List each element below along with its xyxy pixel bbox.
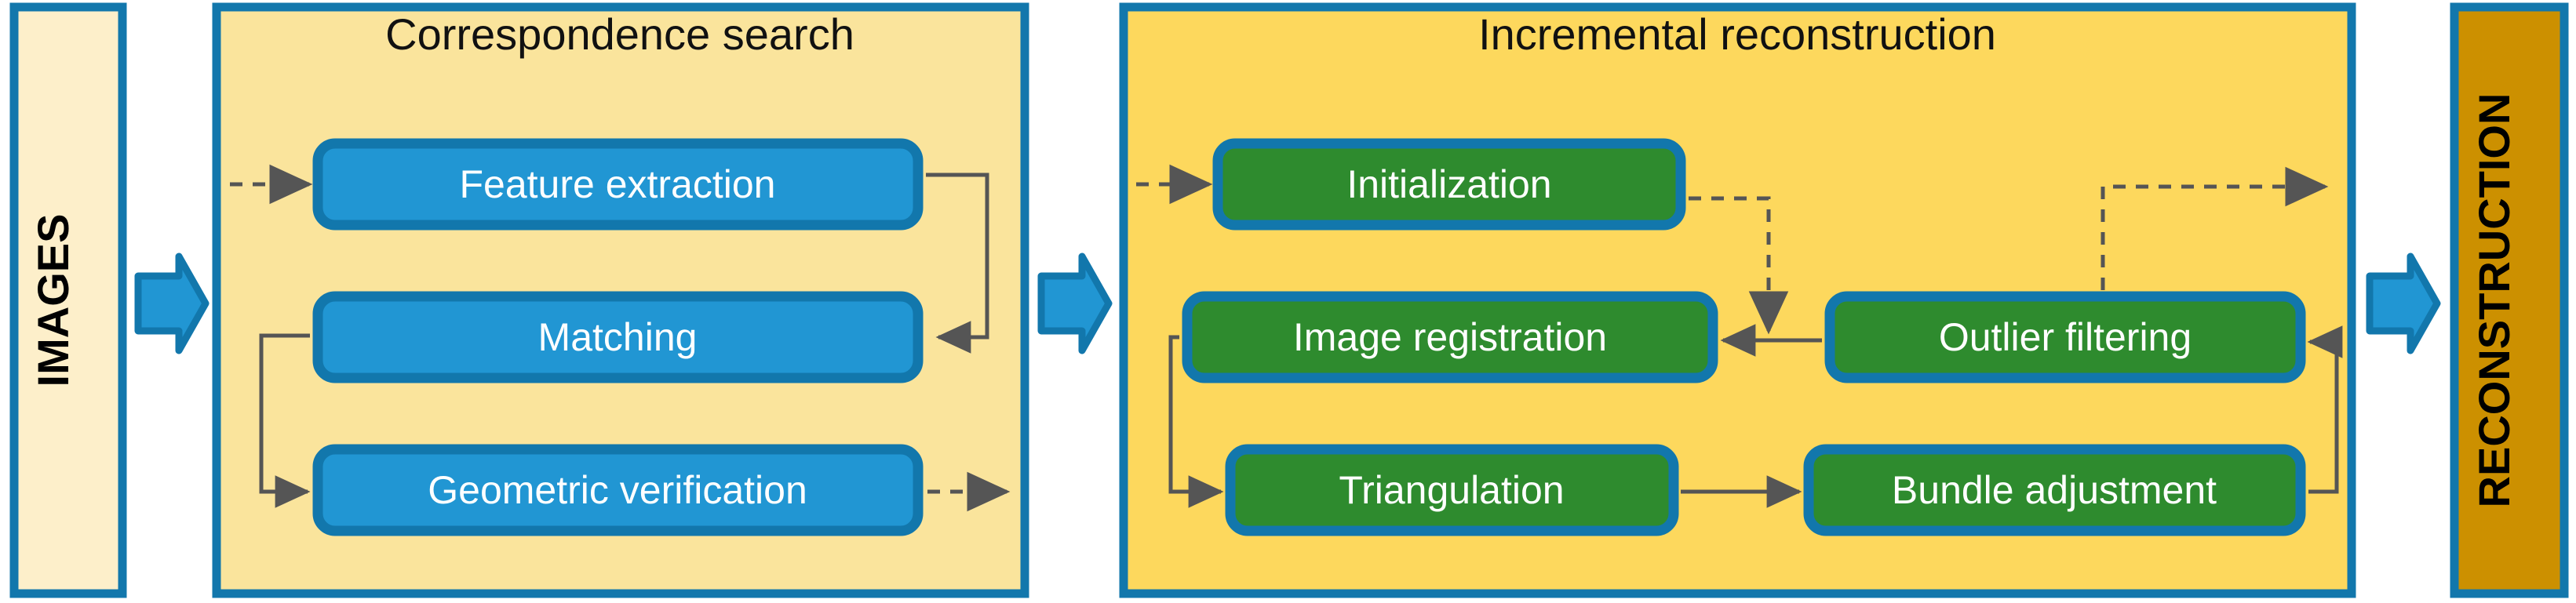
feature-extraction-box [312,138,924,231]
step-feature-extraction[interactable]: Feature extraction [312,138,924,231]
matching-box [312,291,924,383]
block-arrow-icon [134,252,210,354]
triangulation-box [1225,444,1679,536]
image-registration-box [1182,291,1718,383]
initialization-box [1212,138,1686,231]
block-arrow-images-to-correspondence [134,252,210,354]
outlier-filtering-label: Outlier filtering [1939,315,2192,359]
panel-incremental-title: Incremental reconstruction [1478,9,1996,59]
geometric-verification-box [312,444,924,536]
images-box-frame [9,2,127,598]
connector-initialization-to-image-registration [1689,196,1789,335]
matching-label: Matching [538,315,698,359]
reconstruction-output-box[interactable]: RECONSTRUCTION [2450,2,2569,598]
step-geometric-verification[interactable]: Geometric verification [312,444,924,536]
bundle-adjustment-label: Bundle adjustment [1892,468,2217,512]
geometric-verification-label: Geometric verification [428,468,807,512]
step-matching[interactable]: Matching [312,291,924,383]
feature-extraction-label: Feature extraction [460,162,776,206]
step-triangulation[interactable]: Triangulation [1225,444,1679,536]
outlier-filtering-box [1824,291,2306,383]
images-label: IMAGES [28,214,78,387]
step-initialization[interactable]: Initialization [1212,138,1686,231]
panel-correspondence-title: Correspondence search [385,9,854,59]
step-bundle-adjustment[interactable]: Bundle adjustment [1803,444,2306,536]
connector-image-registration-to-triangulation [1168,335,1224,508]
connector-outlier-filtering-out [2101,166,2329,290]
connector-matching-to-geometric-verification [259,333,311,508]
step-image-registration[interactable]: Image registration [1182,291,1718,383]
panel-incremental-reconstruction: Incremental reconstruction Initializatio… [1119,2,2356,598]
panel-correspondence-search: Correspondence search Feature extraction… [212,2,1029,598]
connector-feature-extraction-to-matching [926,173,989,354]
image-registration-label: Image registration [1293,315,1607,359]
images-input-box[interactable]: IMAGES [9,2,127,598]
block-arrow-icon [1037,252,1113,354]
step-outlier-filtering[interactable]: Outlier filtering [1824,291,2306,383]
reconstruction-label: RECONSTRUCTION [2469,93,2519,508]
bundle-adjustment-box [1803,444,2306,536]
reconstruction-box-frame [2450,2,2569,598]
block-arrow-incremental-to-reconstruction [2366,252,2441,354]
block-arrow-icon [2366,252,2441,354]
block-arrow-correspondence-to-incremental [1037,252,1113,354]
connector-bundle-adjustment-to-outlier-filtering [2307,325,2343,494]
initialization-label: Initialization [1346,162,1551,206]
triangulation-label: Triangulation [1339,468,1564,512]
